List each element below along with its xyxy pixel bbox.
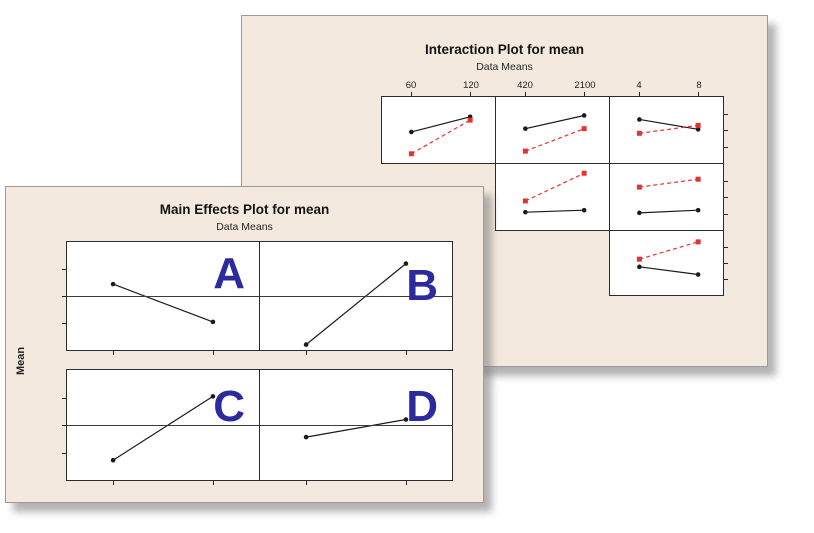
axis-tick: [724, 146, 728, 148]
mean-axis-label: Mean: [15, 346, 27, 376]
axis-tick: [405, 351, 407, 355]
main-effects-plot-title: Main Effects Plot for mean: [159, 202, 330, 217]
interaction-panel-r2c2: [495, 163, 610, 231]
top-axis-label-2100: 2100: [574, 80, 596, 91]
axis-tick: [724, 180, 728, 182]
main-effects-plot-window[interactable]: Main Effects Plot for mean Data Means Me…: [5, 186, 484, 503]
axis-tick: [62, 269, 66, 270]
factor-label-b: B: [406, 261, 438, 310]
top-axis-label-120: 120: [463, 80, 479, 91]
top-axis-label-8: 8: [696, 80, 702, 91]
axis-tick: [113, 481, 115, 485]
main-effects-panel-b: B: [259, 241, 453, 355]
axis-tick: [306, 351, 308, 355]
interaction-panel-r1c1: [381, 92, 496, 164]
interaction-panel-r1c3: [609, 92, 728, 164]
top-axis-label-60: 60: [405, 80, 417, 91]
axis-tick: [724, 263, 728, 264]
axis-tick: [212, 351, 214, 355]
interaction-plot-title: Interaction Plot for mean: [424, 42, 585, 57]
interaction-panel-r3c3: [609, 230, 728, 296]
interaction-plot-subtitle: Data Means: [476, 61, 533, 73]
axis-tick: [724, 213, 728, 215]
top-axis-label-4: 4: [636, 80, 642, 91]
axis-tick: [212, 481, 214, 485]
axis-tick: [62, 296, 66, 297]
factor-label-a: A: [213, 249, 245, 298]
axis-tick: [724, 247, 728, 248]
axis-tick: [411, 92, 413, 96]
main-effects-panel-c: C: [62, 369, 260, 485]
axis-tick: [113, 351, 115, 355]
axis-tick: [405, 481, 407, 485]
interaction-panel-r1c2: [495, 92, 610, 164]
axis-tick: [724, 279, 728, 280]
main-effects-panel-a: A: [62, 241, 260, 355]
main-effects-panel-d: D: [259, 369, 453, 485]
axis-tick: [724, 113, 728, 115]
axis-tick: [470, 92, 472, 96]
axis-tick: [724, 197, 728, 198]
axis-tick: [62, 452, 66, 454]
factor-label-d: D: [406, 382, 438, 431]
axis-tick: [62, 323, 66, 324]
factor-label-c: C: [213, 382, 245, 431]
axis-tick: [62, 425, 66, 426]
top-axis-label-420: 420: [517, 80, 533, 91]
axis-tick: [62, 397, 66, 399]
axis-tick: [584, 92, 586, 96]
interaction-panel-r2c3: [609, 163, 728, 231]
axis-tick: [525, 92, 527, 96]
axis-tick: [639, 92, 641, 96]
axis-tick: [306, 481, 308, 485]
axis-tick: [724, 130, 728, 131]
main-effects-plot-subtitle: Data Means: [216, 221, 273, 233]
axis-tick: [698, 92, 700, 96]
